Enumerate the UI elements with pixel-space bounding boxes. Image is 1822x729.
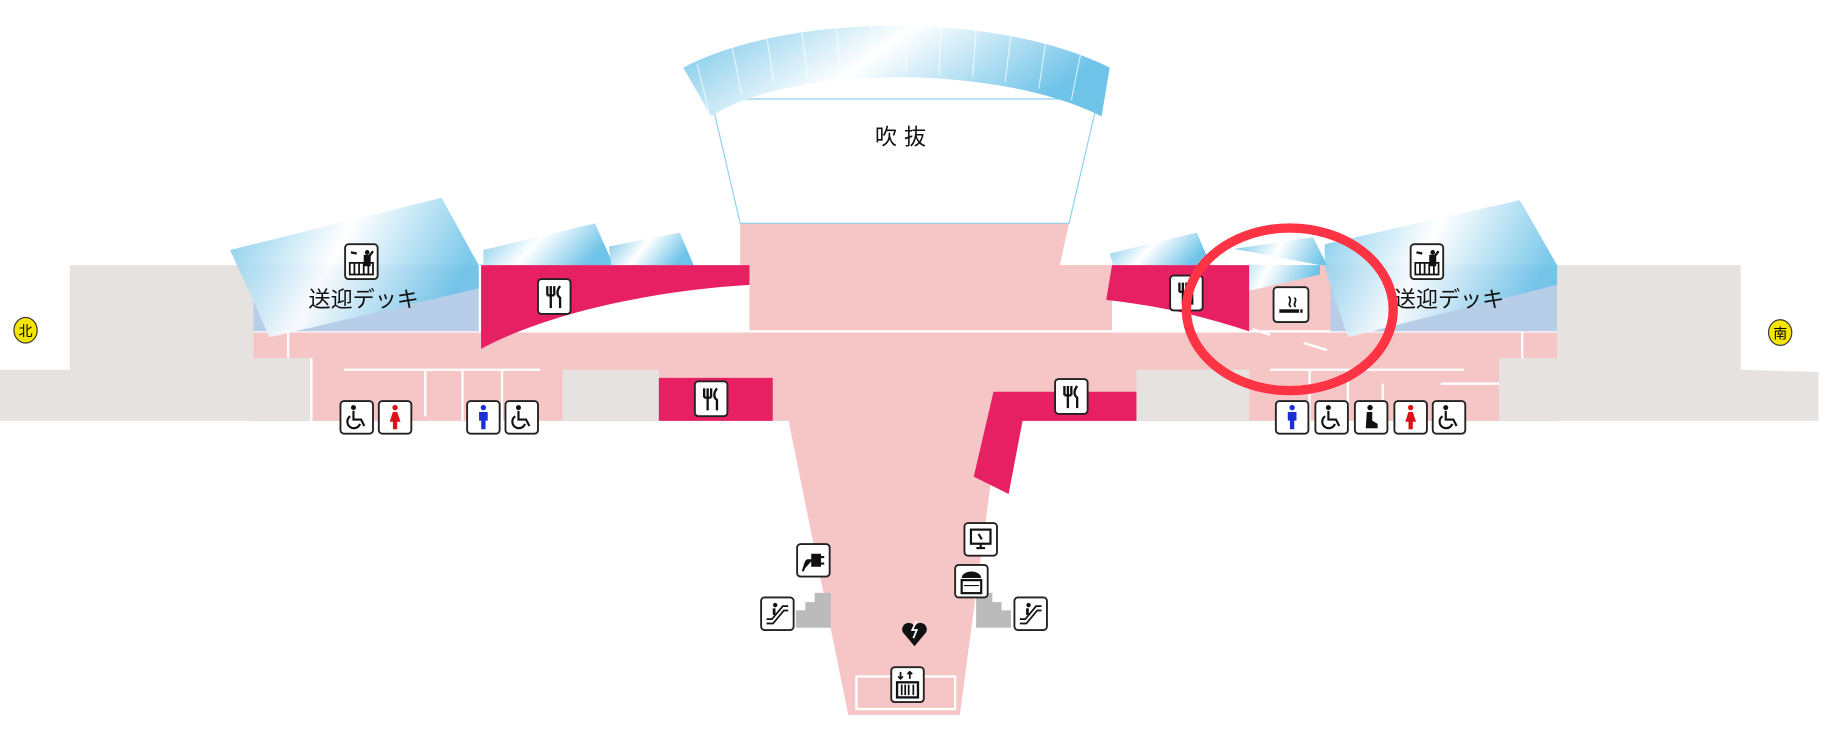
highlight-circle [1181,223,1398,396]
escalator-icon[interactable] [760,596,795,631]
right-deck-label: 送迎デッキ [1394,288,1504,313]
male-restroom-icon[interactable] [466,400,501,435]
wheelchair-restroom-icon[interactable] [1431,400,1467,435]
male-restroom-icon[interactable] [1274,400,1310,435]
observation-deck-icon[interactable] [1409,243,1445,281]
atrium [710,98,1099,224]
prayer-room-icon[interactable] [1353,400,1389,435]
restaurant-area [973,391,1137,495]
information-display-icon[interactable] [963,522,998,557]
female-restroom-icon[interactable] [377,400,413,435]
restaurant-icon[interactable] [537,278,572,315]
escalator-graphic [976,592,1011,628]
shop-icon[interactable] [954,564,989,599]
elevator-icon[interactable] [890,666,925,703]
atrium-label: 吹 抜 [875,125,926,150]
wheelchair-restroom-icon[interactable] [1314,400,1349,435]
escalator-icon[interactable] [1013,596,1048,631]
escalator-graphic [795,592,831,628]
svg-text:北: 北 [19,324,33,340]
south-wing-building [1557,265,1819,421]
observation-deck-icon[interactable] [344,243,379,281]
atrium-skylight [683,25,1110,117]
wheelchair-restroom-icon[interactable] [339,400,374,435]
facility-block [1498,358,1558,421]
smoking-area-icon[interactable] [1272,286,1310,324]
south-marker: 南 [1767,319,1793,346]
north-marker: 北 [13,316,38,344]
restaurant-icon[interactable] [693,380,729,418]
central-hall-floor [740,223,1113,715]
restaurant-icon[interactable] [1054,378,1089,415]
female-restroom-icon[interactable] [1393,400,1428,435]
left-deck-label: 送迎デッキ [309,288,419,313]
facility-block [253,358,312,421]
charging-icon[interactable] [796,543,831,578]
wheelchair-restroom-icon[interactable] [504,400,539,435]
facility-block [562,369,659,421]
svg-text:南: 南 [1773,326,1787,342]
north-wing-building [0,265,254,421]
